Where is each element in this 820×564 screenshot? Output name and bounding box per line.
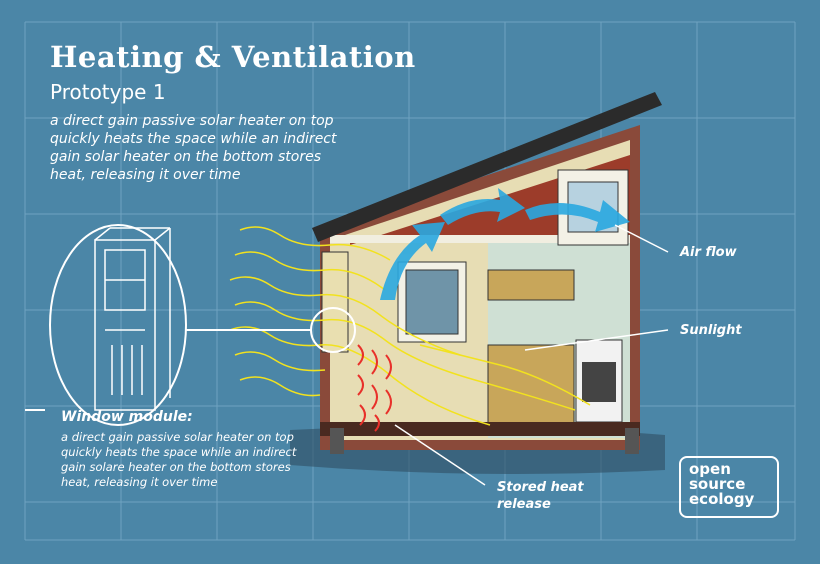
airflow-arrows [380,188,630,300]
logo-line: open [689,460,731,478]
sunlight-rays [229,226,591,426]
logo-line: source [689,475,746,493]
heat-release-arcs [357,344,392,432]
label-stored-heat: Stored heat release [497,480,584,512]
roof [312,92,662,242]
label-air-flow: Air flow [680,245,737,260]
open-source-ecology-logo: open source ecology [679,456,779,518]
page-title: Heating & Ventilation [50,40,416,74]
label-sunlight: Sunlight [680,323,742,338]
window-module-description: a direct gain passive solar heater on to… [61,430,297,489]
logo-line: ecology [689,490,755,508]
page-description: a direct gain passive solar heater on to… [50,113,337,183]
window-module-sketch [25,224,356,426]
page-subtitle: Prototype 1 [50,80,166,104]
upper-cabinets [487,269,575,301]
window-module-title: Window module: [61,409,193,425]
lower-cabinets [487,344,575,424]
leader-lines [394,224,669,486]
